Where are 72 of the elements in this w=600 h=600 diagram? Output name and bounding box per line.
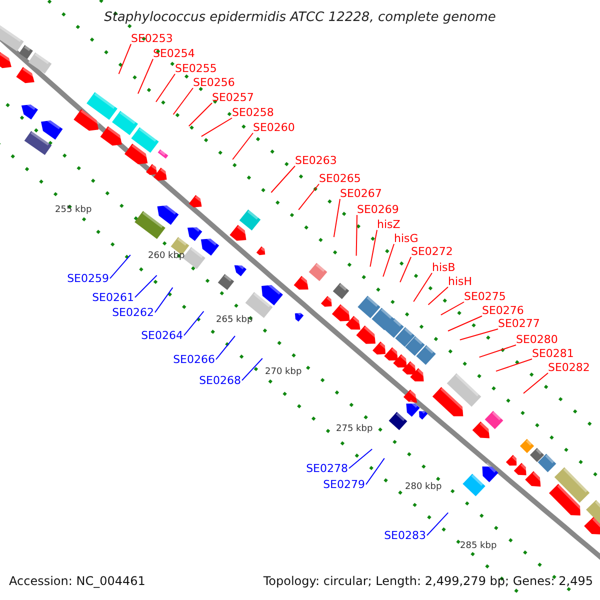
leader-line bbox=[428, 286, 448, 306]
leader-line bbox=[232, 132, 254, 160]
leader-line bbox=[523, 372, 548, 394]
gene-label: SE0253 bbox=[131, 33, 173, 45]
gene-label: SE0272 bbox=[411, 246, 453, 258]
leader-line bbox=[400, 256, 412, 283]
gene-label: SE0257 bbox=[212, 92, 254, 104]
scale-label: 270 kbp bbox=[265, 366, 302, 378]
gene-label: SE0268 bbox=[199, 375, 241, 387]
gene-label: SE0282 bbox=[548, 362, 590, 374]
gene-label: SE0256 bbox=[193, 77, 235, 89]
leader-line bbox=[154, 287, 174, 313]
scale-label: 255 kbp bbox=[55, 204, 92, 216]
leader-line bbox=[333, 198, 340, 238]
gene-label: SE0259 bbox=[67, 273, 109, 285]
gene-label: SE0281 bbox=[532, 348, 574, 360]
gene-label: SE0254 bbox=[153, 48, 195, 60]
scale-label: 275 kbp bbox=[336, 423, 373, 435]
gene-label: SE0269 bbox=[357, 204, 399, 216]
leader-line bbox=[366, 458, 385, 485]
gene-label: hisZ bbox=[377, 219, 400, 231]
leader-line bbox=[156, 74, 176, 102]
gene-label: SE0258 bbox=[232, 107, 274, 119]
leader-line bbox=[188, 102, 212, 127]
leader-line bbox=[134, 274, 158, 298]
gene-label: SE0265 bbox=[319, 173, 361, 185]
gene-label: SE0267 bbox=[340, 188, 382, 200]
gene-label: hisB bbox=[432, 262, 456, 274]
leader-line bbox=[200, 118, 232, 137]
gene-label: SE0278 bbox=[306, 463, 348, 475]
gene-label: SE0262 bbox=[112, 307, 154, 319]
gene-label: SE0275 bbox=[464, 291, 506, 303]
leader-line bbox=[216, 336, 236, 360]
gene-label: SE0277 bbox=[498, 318, 540, 330]
gene-label: SE0264 bbox=[141, 330, 183, 342]
leader-line bbox=[348, 448, 373, 469]
genome-summary-text: Topology: circular; Length: 2,499,279 bp; Genes: 2,495 bbox=[263, 575, 593, 587]
leader-line bbox=[496, 358, 532, 372]
gene-label: SE0283 bbox=[384, 530, 426, 542]
leader-line bbox=[426, 512, 449, 536]
gene-label: SE0276 bbox=[482, 305, 524, 317]
leader-line bbox=[298, 184, 320, 210]
leader-line bbox=[172, 88, 194, 115]
gene-label: SE0260 bbox=[253, 122, 295, 134]
gene-label: SE0279 bbox=[323, 479, 365, 491]
gene-label: hisG bbox=[394, 233, 418, 245]
map-title: Staphylococcus epidermidis ATCC 12228, complete genome bbox=[103, 10, 497, 26]
gene-label: SE0280 bbox=[516, 334, 558, 346]
leader-line bbox=[184, 310, 204, 336]
leader-line bbox=[413, 272, 432, 302]
gene-label: SE0255 bbox=[175, 63, 217, 75]
leader-line bbox=[382, 244, 394, 278]
gene-label: SE0266 bbox=[173, 354, 215, 366]
leader-line bbox=[370, 230, 378, 268]
leader-line bbox=[478, 344, 516, 358]
leader-line bbox=[138, 58, 154, 94]
scale-label: 285 kbp bbox=[460, 540, 497, 552]
accession-text: Accession: NC_004461 bbox=[9, 575, 146, 587]
leader-line bbox=[440, 302, 464, 316]
leader-line bbox=[459, 328, 498, 340]
leader-line bbox=[242, 358, 263, 381]
leader-line bbox=[118, 44, 132, 74]
gene-label: SE0263 bbox=[295, 155, 337, 167]
leader-line bbox=[356, 214, 358, 256]
scale-label: 280 kbp bbox=[405, 481, 442, 493]
leader-line bbox=[110, 254, 131, 279]
gene-label: SE0261 bbox=[92, 292, 134, 304]
scale-label: 265 kbp bbox=[216, 314, 253, 326]
leader-line bbox=[448, 316, 482, 332]
leader-line bbox=[270, 166, 296, 193]
gene-label: hisH bbox=[448, 276, 472, 288]
scale-label: 260 kbp bbox=[148, 250, 185, 262]
